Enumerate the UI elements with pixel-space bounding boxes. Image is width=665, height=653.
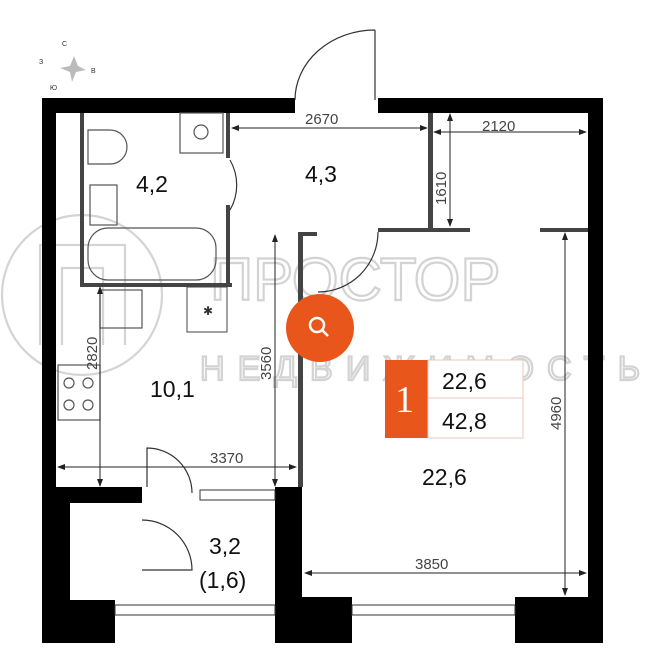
dim-kitchen-depth: 2820 (84, 337, 101, 370)
dim-closet-depth: 1610 (433, 172, 450, 205)
walls (42, 98, 603, 643)
area-kitchen: 10,1 (150, 376, 195, 402)
apartment-badge: 1 22,6 42,8 (385, 359, 524, 439)
doors (141, 29, 379, 571)
partitions (80, 113, 588, 487)
toilet-icon (87, 129, 128, 165)
dim-hall-width: 2670 (305, 111, 338, 128)
compass-east: В (91, 68, 96, 75)
dimension-labels: 2670 2120 1610 2820 3560 3370 4960 3850 (84, 111, 565, 573)
washing-machine-icon (179, 112, 224, 154)
badge-total-area: 42,8 (442, 408, 487, 434)
badge-living-area: 22,6 (442, 368, 487, 394)
washbasin-icon (89, 184, 118, 226)
dim-kitchen-width: 3370 (210, 450, 243, 467)
washing-machine-drum-icon (193, 124, 209, 140)
compass-rose-icon (60, 56, 86, 82)
dim-closet-width: 2120 (482, 118, 515, 135)
area-hall: 4,3 (305, 161, 337, 187)
area-living-room: 22,6 (422, 464, 467, 490)
dim-room-depth: 4960 (548, 397, 565, 430)
compass-north: С (62, 41, 67, 48)
search-icon (308, 316, 329, 337)
badge-rooms-count: 1 (395, 379, 414, 421)
compass-south: Ю (50, 85, 57, 92)
area-balcony: 3,2 (209, 533, 241, 559)
area-balcony-reduced: (1,6) (199, 567, 246, 593)
dim-room-width: 3850 (415, 556, 448, 573)
zoom-button[interactable] (286, 294, 354, 362)
room-areas: 4,2 4,3 10,1 22,6 3,2 (1,6) (136, 161, 467, 593)
kitchen-sink-icon (99, 289, 143, 329)
compass-west: З (39, 59, 43, 66)
compass: С З В Ю (39, 41, 96, 92)
area-bathroom: 4,2 (136, 171, 168, 197)
dimension-lines (57, 113, 587, 596)
windows (114, 489, 516, 616)
dim-kitchen-height: 3560 (258, 347, 275, 380)
bathtub-icon (87, 227, 217, 281)
svg-text:✱: ✱ (203, 304, 213, 318)
